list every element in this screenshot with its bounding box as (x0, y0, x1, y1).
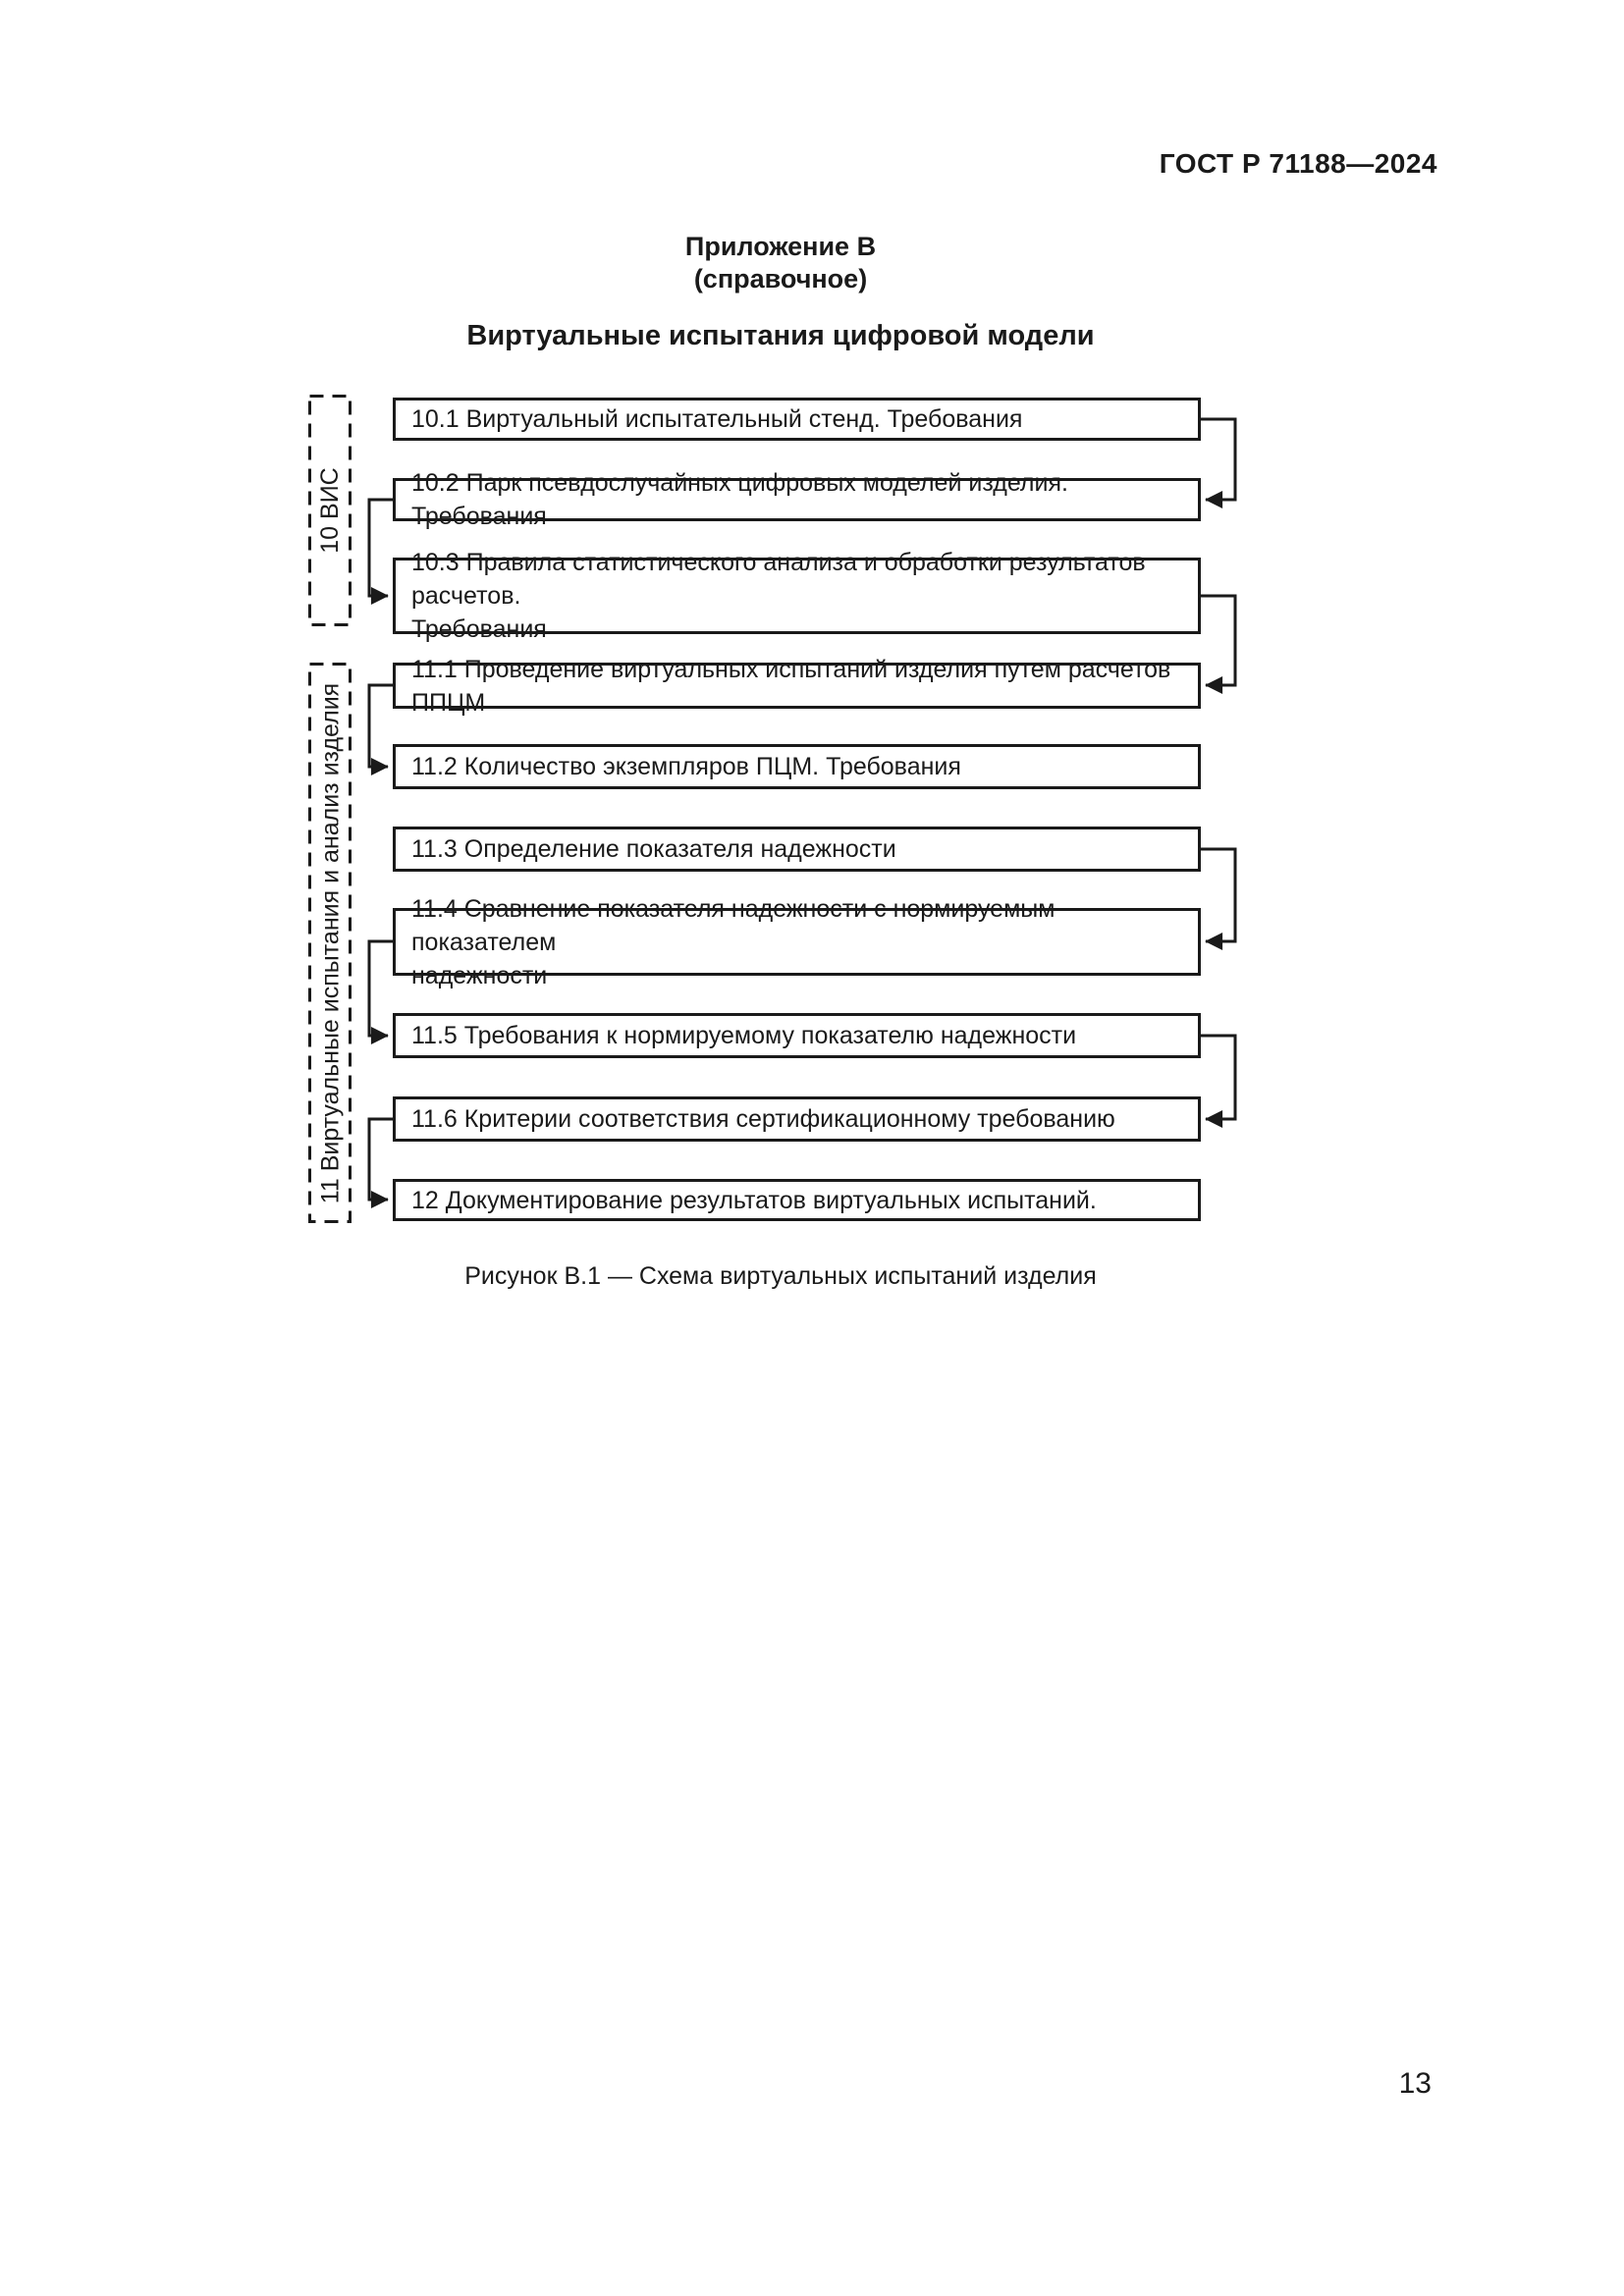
flow-box-10-2: 10.2 Парк псевдослучайных цифровых модел… (393, 469, 1201, 530)
appendix-title: Виртуальные испытания цифровой модели (466, 320, 1095, 351)
connector-11-4-to-11-5 (367, 939, 393, 1044)
doc-code-header: ГОСТ Р 71188—2024 (1159, 148, 1437, 179)
connector-11-5-to-11-6 (1201, 1034, 1237, 1128)
connector-10-3-to-11-1 (1201, 594, 1237, 694)
group-label-10-vis: 10 ВИС (316, 467, 344, 554)
flow-box-11-3: 11.3 Определение показателя надежности (393, 827, 1201, 872)
connector-10-2-to-10-3 (367, 498, 393, 605)
flow-box-12: 12 Документирование результатов виртуаль… (393, 1179, 1201, 1221)
page-number: 13 (1398, 2067, 1432, 2100)
connector-11-1-to-11-2 (367, 683, 393, 775)
flow-box-11-5: 11.5 Требования к нормируемому показател… (393, 1013, 1201, 1058)
flow-box-11-1: 11.1 Проведение виртуальных испытаний из… (393, 656, 1201, 717)
flow-box-11-4: 11.4 Сравнение показателя надежности с н… (393, 895, 1201, 989)
group-label-11-virtual-tests: 11 Виртуальные испытания и анализ издели… (316, 682, 345, 1204)
flow-box-11-2: 11.2 Количество экземпляров ПЦМ. Требова… (393, 744, 1201, 789)
appendix-kind: (справочное) (693, 264, 868, 294)
appendix-name: Приложение В (684, 232, 877, 261)
figure-caption: Рисунок В.1 — Схема виртуальных испытани… (464, 1262, 1097, 1290)
connector-11-6-to-12 (367, 1117, 393, 1208)
connector-10-1-to-10-2 (1201, 417, 1237, 508)
flow-box-11-6: 11.6 Критерии соответствия сертификацион… (393, 1096, 1201, 1142)
flow-box-10-3: 10.3 Правила статистического анализа и о… (393, 549, 1201, 643)
connector-11-3-to-11-4 (1201, 847, 1237, 950)
flow-box-10-1: 10.1 Виртуальный испытательный стенд. Тр… (393, 398, 1201, 441)
